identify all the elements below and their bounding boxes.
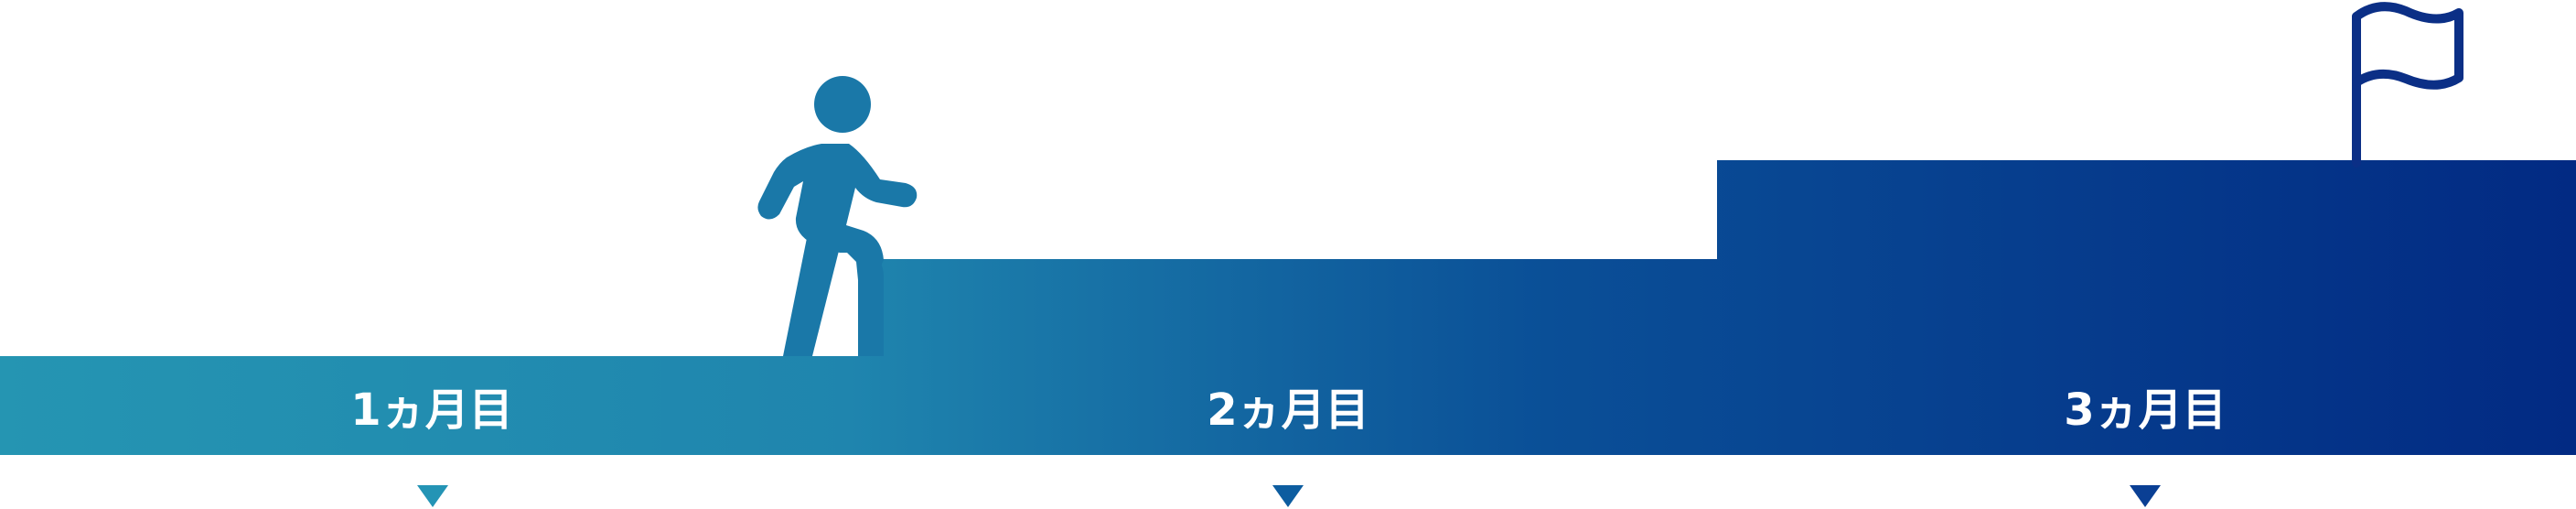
step-label-month-2: 2ヵ月目 [1207, 384, 1368, 436]
goal-flag-icon [2352, 2, 2463, 168]
down-triangle-icon [417, 485, 448, 507]
down-triangle-icon [2130, 485, 2161, 507]
step-label-month-3: 3ヵ月目 [2064, 384, 2226, 436]
down-triangle-icon [1272, 485, 1304, 507]
staircase-steps [0, 160, 2576, 455]
walking-person-icon [757, 76, 918, 356]
step-label-month-1: 1ヵ月目 [350, 384, 512, 436]
